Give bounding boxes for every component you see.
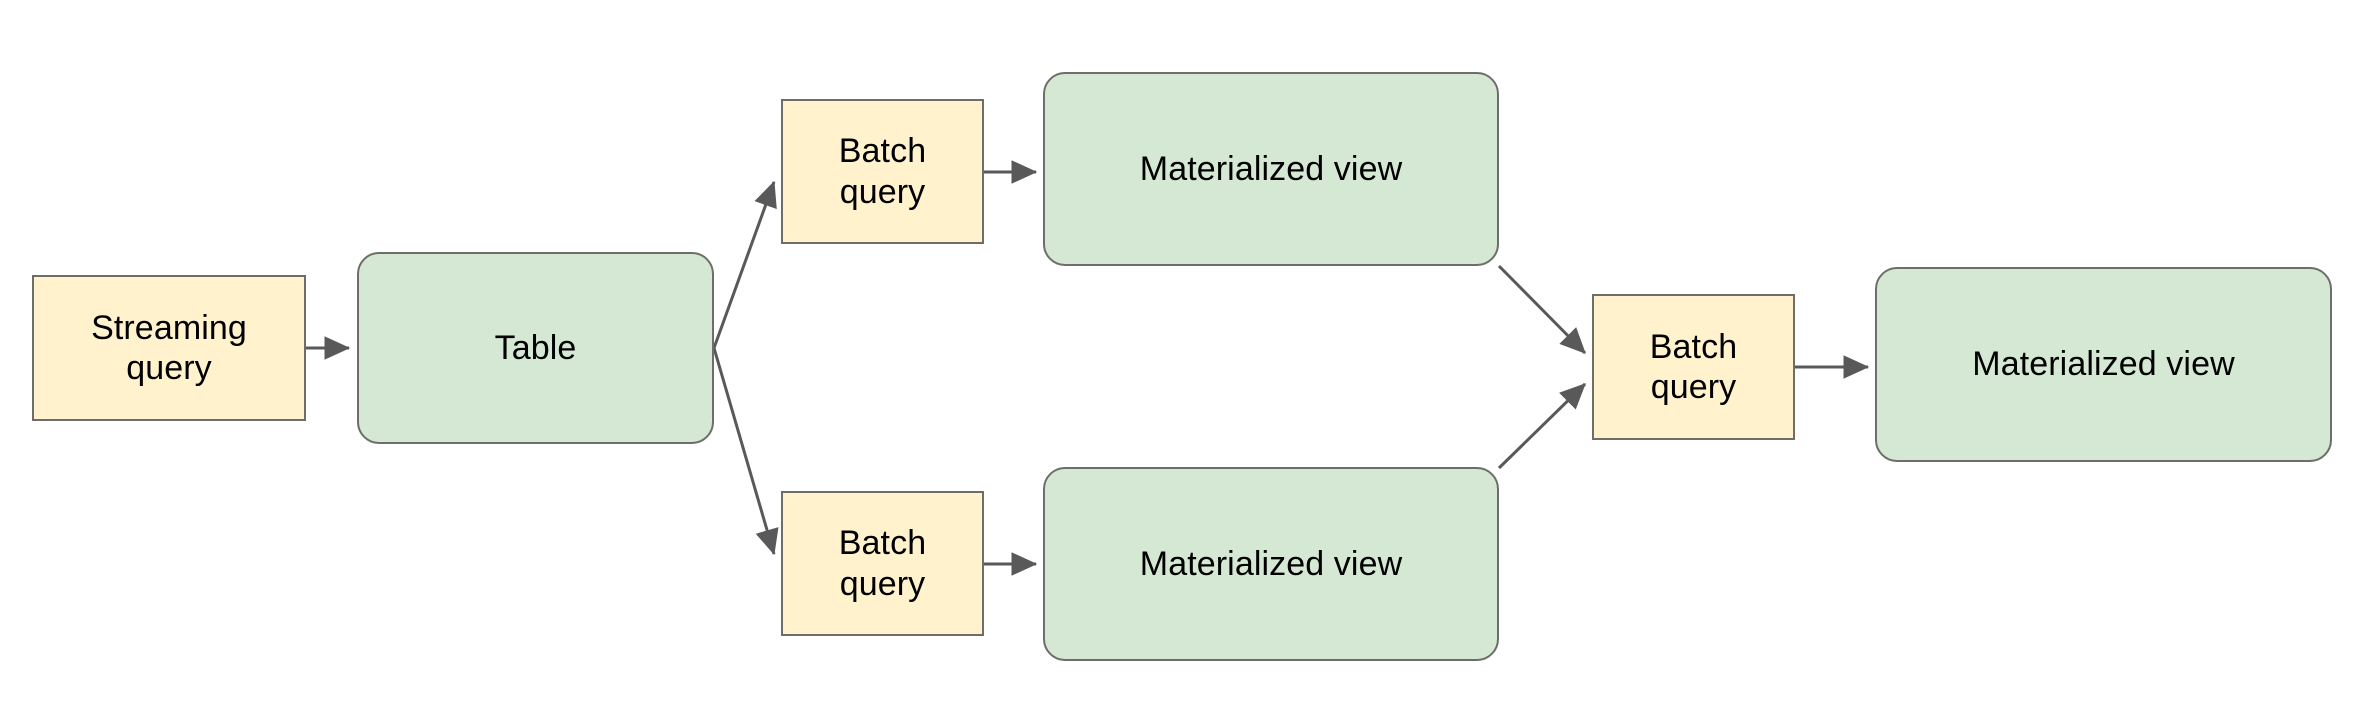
node-batch-query-merge[interactable]: Batch query bbox=[1592, 294, 1795, 440]
node-table-label: Table bbox=[494, 328, 577, 367]
node-materialized-view-top-label: Materialized view bbox=[1139, 149, 1403, 188]
node-streaming-query[interactable]: Streaming query bbox=[32, 275, 306, 421]
node-batch-query-top-label: Batch query bbox=[838, 132, 927, 211]
edge-mv-top-to-batch-merge bbox=[1497, 264, 1587, 355]
node-materialized-view-final-label: Materialized view bbox=[1972, 345, 2235, 384]
edge-table-to-batch-bottom bbox=[712, 347, 779, 556]
node-materialized-view-top[interactable]: Materialized view bbox=[1043, 72, 1499, 266]
edge-mv-bottom-to-batch-merge bbox=[1497, 382, 1587, 470]
node-batch-query-bottom[interactable]: Batch query bbox=[781, 491, 984, 636]
node-batch-query-bottom-label: Batch query bbox=[838, 524, 927, 603]
node-materialized-view-final[interactable]: Materialized view bbox=[1875, 267, 2332, 462]
node-materialized-view-bottom[interactable]: Materialized view bbox=[1043, 467, 1499, 661]
node-batch-query-merge-label: Batch query bbox=[1649, 327, 1738, 406]
node-streaming-query-label: Streaming query bbox=[91, 308, 247, 387]
edge-table-to-batch-top bbox=[712, 180, 777, 349]
node-materialized-view-bottom-label: Materialized view bbox=[1139, 544, 1403, 583]
node-table[interactable]: Table bbox=[357, 252, 714, 444]
node-batch-query-top[interactable]: Batch query bbox=[781, 99, 984, 244]
